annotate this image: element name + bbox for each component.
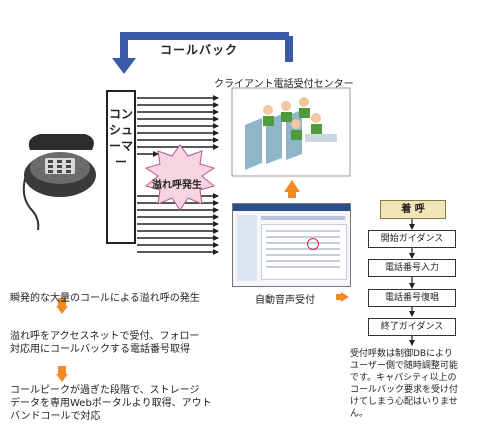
phone-icon bbox=[22, 134, 96, 231]
flow-text-3: コールピークが過ぎた段階で、ストレージ データを専用Webポータルより取得、アウ… bbox=[10, 385, 212, 422]
orange-arrows bbox=[56, 180, 349, 382]
auto-voice-label: 自動音声受付 bbox=[255, 295, 315, 306]
consumer-label: コンシューマー bbox=[108, 107, 133, 169]
step-3: 電話番号復唱 bbox=[368, 289, 456, 307]
overflow-label: 溢れ呼発生 bbox=[152, 180, 202, 191]
step-2: 電話番号入力 bbox=[368, 259, 456, 277]
flow-text-2: 溢れ呼をアクセスネットで受付、フォロー 対応用にコールバックする電話番号取得 bbox=[10, 331, 200, 355]
consumer-box bbox=[106, 90, 136, 244]
callback-arrow bbox=[112, 32, 293, 74]
callback-label: コールバック bbox=[160, 43, 239, 57]
overflow-burst bbox=[144, 144, 216, 211]
step-4: 終了ガイダンス bbox=[368, 318, 456, 336]
ivr-screen bbox=[232, 203, 351, 287]
operators-icon bbox=[231, 87, 351, 177]
note-text: 受付呼数は制御DBにより ユーザー側で随時調整可能 です。キャパシティ以上の コ… bbox=[350, 349, 459, 419]
step-1: 開始ガイダンス bbox=[368, 230, 456, 248]
center-title: クライアント電話受付センター bbox=[214, 79, 354, 90]
call-arrows bbox=[137, 95, 219, 255]
step-head: 着 呼 bbox=[380, 200, 446, 219]
flow-text-1: 瞬発的な大量のコールによる溢れ呼の発生 bbox=[10, 293, 200, 304]
